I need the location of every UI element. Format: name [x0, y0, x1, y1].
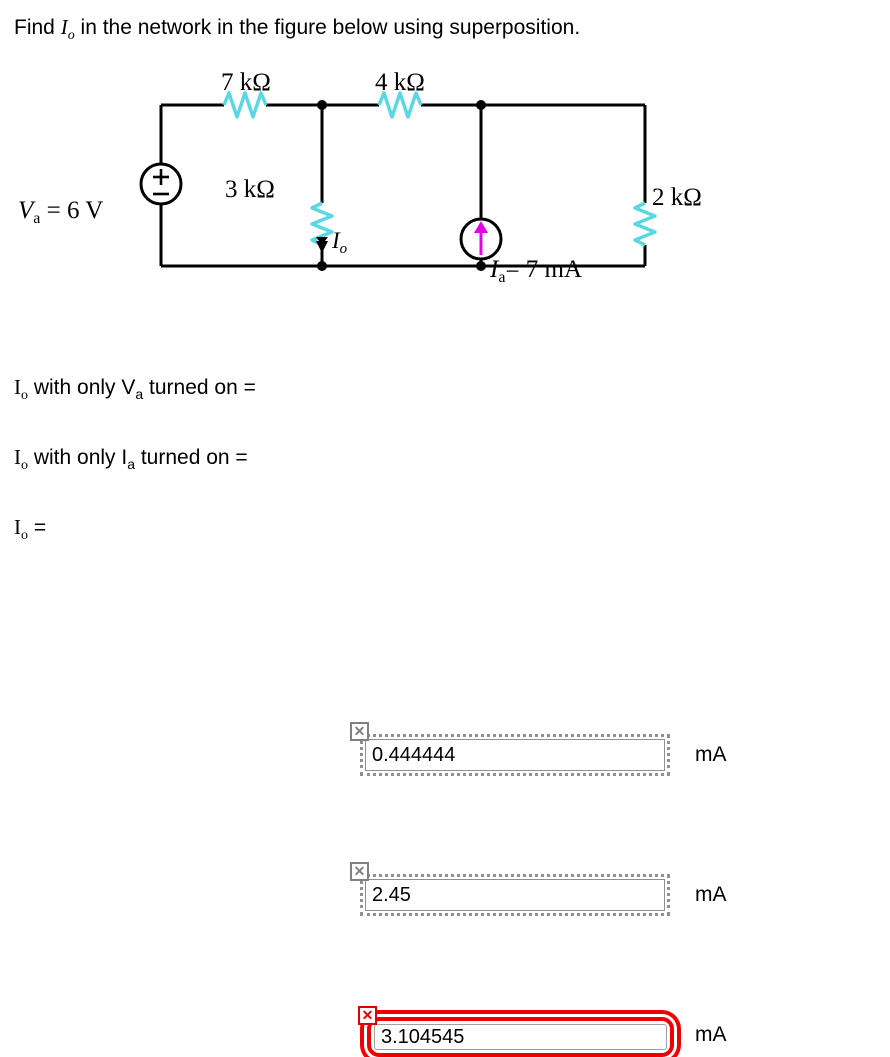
- unit-label-ia: mA: [695, 883, 727, 906]
- answer-field-total-wrapper[interactable]: [367, 1017, 674, 1057]
- label-post-text: turned on =: [143, 376, 256, 399]
- label-io-symbol: I: [14, 445, 21, 469]
- label-post-text: turned on =: [135, 446, 248, 469]
- answer-input-ia[interactable]: [365, 879, 665, 911]
- junction-dot: [476, 100, 486, 110]
- incorrect-mark-icon: ✕: [350, 722, 369, 741]
- label-mid-text: with only I: [28, 446, 128, 469]
- answer-input-total[interactable]: [374, 1024, 667, 1050]
- incorrect-mark-icon: ✕: [358, 1006, 377, 1025]
- circuit-diagram: 7 kΩ 4 kΩ 3 kΩ 2 kΩ Va = 6 V Ia= 7 mA Io: [0, 55, 890, 295]
- answer-field-ia-wrapper[interactable]: [360, 874, 670, 916]
- unit-label-va: mA: [695, 743, 727, 766]
- resistor-2k-label: 2 kΩ: [652, 184, 702, 211]
- answer-label-ia: Io with only Ia turned on =: [14, 444, 248, 479]
- incorrect-mark-icon: ✕: [350, 862, 369, 881]
- prompt-symbol: I: [60, 15, 68, 39]
- label-io-symbol: I: [14, 375, 21, 399]
- answer-row-total: Io = ✕ mA: [0, 500, 890, 1057]
- resistor-7k-symbol: [222, 91, 268, 119]
- answer-label-va: Io with only Va turned on =: [14, 374, 256, 409]
- current-source-arrow: [474, 221, 488, 233]
- prompt-pre: Find: [14, 16, 61, 39]
- resistor-3k-symbol: [310, 201, 334, 247]
- current-source-label: Ia= 7 mA: [489, 256, 582, 286]
- resistor-7k-label: 7 kΩ: [221, 69, 271, 96]
- page-title: Find Io in the network in the figure bel…: [14, 14, 580, 49]
- label-io-subscript: o: [21, 458, 28, 474]
- label-post-text: =: [28, 516, 47, 539]
- answer-row-va: Io with only Va turned on = ✕ mA: [0, 360, 890, 776]
- label-va-subscript: a: [135, 386, 144, 403]
- label-ia-subscript: a: [127, 456, 136, 473]
- answer-label-total: Io =: [14, 514, 46, 549]
- current-io-label: Io: [331, 228, 348, 257]
- label-io-subscript: o: [21, 528, 28, 544]
- junction-dot: [476, 261, 486, 271]
- label-io-subscript: o: [21, 388, 28, 404]
- resistor-4k-symbol: [377, 91, 423, 119]
- junction-dot: [317, 100, 327, 110]
- answer-input-va[interactable]: [365, 739, 665, 771]
- prompt-symbol-subscript: o: [67, 28, 75, 44]
- label-io-symbol: I: [14, 515, 21, 539]
- unit-label-total: mA: [695, 1023, 727, 1046]
- resistor-2k-symbol: [633, 201, 657, 247]
- answer-row-ia: Io with only Ia turned on = ✕ mA: [0, 430, 890, 916]
- prompt-post: in the network in the figure below using…: [74, 16, 581, 39]
- junction-dot: [317, 261, 327, 271]
- label-mid-text: with only V: [28, 376, 136, 399]
- answer-field-va-wrapper[interactable]: [360, 734, 670, 776]
- voltage-source-label: Va = 6 V: [18, 197, 103, 227]
- current-io-arrowhead: [316, 241, 328, 253]
- resistor-4k-label: 4 kΩ: [375, 69, 425, 96]
- resistor-3k-label: 3 kΩ: [225, 176, 275, 203]
